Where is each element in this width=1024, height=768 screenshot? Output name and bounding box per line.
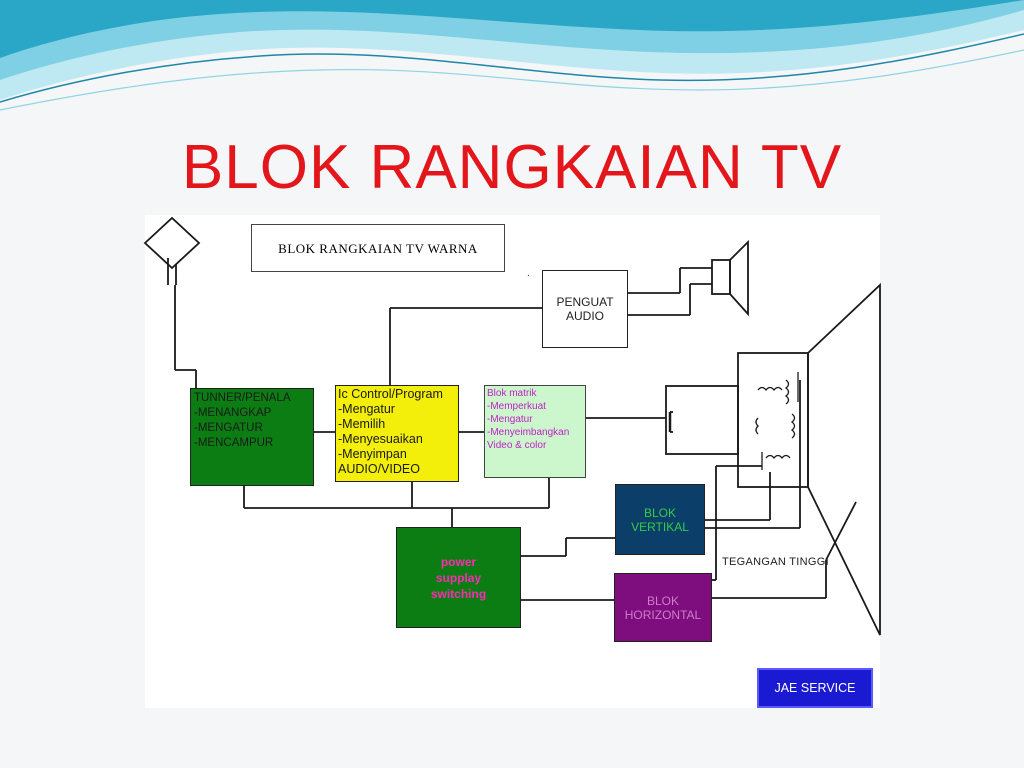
tunner-line: -MENCAMPUR — [194, 437, 274, 449]
vertikal-label-2: VERTIKAL — [631, 519, 689, 534]
power-line: power — [440, 554, 477, 569]
horizontal-label-2: HORIZONTAL — [624, 607, 702, 622]
tunner-line: -MENANGKAP — [194, 407, 272, 419]
matrik-line: Blok matrik — [487, 388, 537, 399]
horizontal-label-1: BLOK — [646, 593, 679, 608]
penguat-label-1: PENGUAT — [556, 295, 614, 309]
blok-horizontal: BLOK HORIZONTAL — [614, 573, 712, 642]
deflection-coil-icon — [755, 372, 799, 470]
header-wave-decoration — [0, 0, 1024, 111]
slide-title: BLOK RANGKAIAN TV — [181, 133, 843, 202]
speaker-icon — [711, 239, 749, 317]
ic-control-line: -Memilih — [338, 417, 386, 431]
tunner-line: TUNNER/PENALA — [194, 392, 291, 404]
penguat-label-2: AUDIO — [565, 309, 604, 323]
matrik-line: Video & color — [487, 440, 547, 451]
crt-tube-icon — [737, 282, 881, 636]
matrik-line: -Mengatur — [487, 414, 533, 425]
vertikal-label-1: BLOK — [643, 505, 676, 520]
ic-control-line: -Menyimpan — [338, 447, 407, 461]
blok-vertikal: BLOK VERTIKAL — [615, 484, 705, 555]
tunner-block: TUNNER/PENALA -MENANGKAP -MENGATUR -MENC… — [190, 388, 314, 486]
matrik-line: -Memperkuat — [487, 401, 546, 412]
jae-service-badge: JAE SERVICE — [757, 668, 873, 708]
power-line: supplay — [435, 570, 482, 585]
power-line: switching — [430, 586, 487, 601]
ic-control-block: Ic Control/Program -Mengatur -Memilih -M… — [335, 385, 459, 482]
tunner-line: -MENGATUR — [194, 422, 263, 434]
matrik-block: Blok matrik -Memperkuat -Mengatur -Menye… — [484, 385, 586, 478]
ic-control-line: -Menyesuaikan — [338, 432, 423, 446]
ic-control-line: -Mengatur — [338, 402, 395, 416]
matrik-line: -Menyeimbangkan — [487, 427, 570, 438]
power-supply-block: power supplay switching — [396, 527, 521, 628]
tegangan-tinggi-label: TEGANGAN TINGGI — [722, 556, 829, 568]
ic-control-line: AUDIO/VIDEO — [338, 462, 420, 476]
penguat-audio-block: PENGUAT AUDIO — [542, 270, 628, 348]
diagram-caption: BLOK RANGKAIAN TV WARNA — [251, 224, 505, 272]
ic-control-line: Ic Control/Program — [338, 387, 443, 401]
dot-mark: . — [527, 268, 530, 279]
antenna-icon — [143, 216, 201, 285]
